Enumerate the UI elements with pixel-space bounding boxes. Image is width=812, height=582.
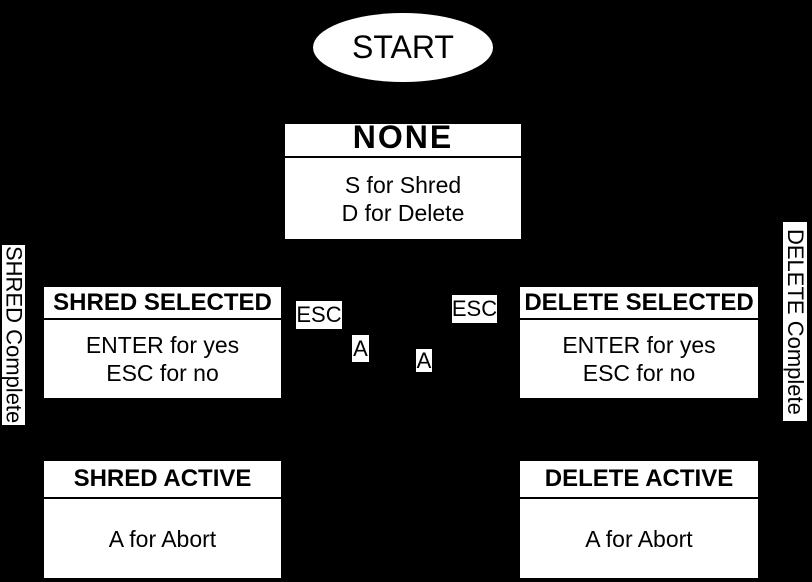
shred-active-body: A for Abort: [44, 499, 281, 578]
none-state-hint-delete: D for Delete: [341, 199, 465, 226]
shred-active-title: SHRED ACTIVE: [44, 461, 281, 499]
start-node: START: [313, 13, 493, 82]
edge-label-abort-left: A: [352, 335, 369, 362]
edge-label-shred-complete: SHRED Complete: [1, 245, 27, 425]
shred-selected-hint-enter: ENTER for yes: [85, 332, 240, 358]
delete-active-title: DELETE ACTIVE: [520, 461, 758, 499]
edge-label-delete-complete: DELETE Complete: [783, 222, 808, 421]
shred-selected-title: SHRED SELECTED: [44, 287, 281, 320]
delete-selected-title: DELETE SELECTED: [520, 287, 758, 320]
delete-selected-body: ENTER for yes ESC for no: [520, 320, 758, 398]
none-state-body: S for Shred D for Delete: [285, 158, 521, 239]
start-node-label: START: [352, 29, 454, 65]
shred-selected-state-node: SHRED SELECTED ENTER for yes ESC for no: [44, 287, 281, 398]
delete-selected-state-node: DELETE SELECTED ENTER for yes ESC for no: [520, 287, 758, 398]
shred-active-state-node: SHRED ACTIVE A for Abort: [44, 461, 281, 578]
delete-active-state-node: DELETE ACTIVE A for Abort: [520, 461, 758, 578]
shred-selected-body: ENTER for yes ESC for no: [44, 320, 281, 398]
none-state-node: NONE S for Shred D for Delete: [285, 121, 521, 239]
shred-active-hint-abort: A for Abort: [108, 525, 217, 552]
edge-label-abort-right: A: [416, 347, 432, 373]
delete-active-body: A for Abort: [520, 499, 758, 578]
edge-label-esc-left: ESC: [296, 301, 342, 329]
none-state-title: NONE: [285, 121, 521, 158]
delete-selected-hint-esc: ESC for no: [582, 360, 696, 386]
edge-label-esc-right: ESC: [451, 295, 498, 323]
none-state-hint-shred: S for Shred: [344, 171, 462, 198]
shred-selected-hint-esc: ESC for no: [106, 360, 219, 386]
delete-active-hint-abort: A for Abort: [585, 525, 693, 552]
delete-selected-hint-enter: ENTER for yes: [562, 332, 716, 358]
